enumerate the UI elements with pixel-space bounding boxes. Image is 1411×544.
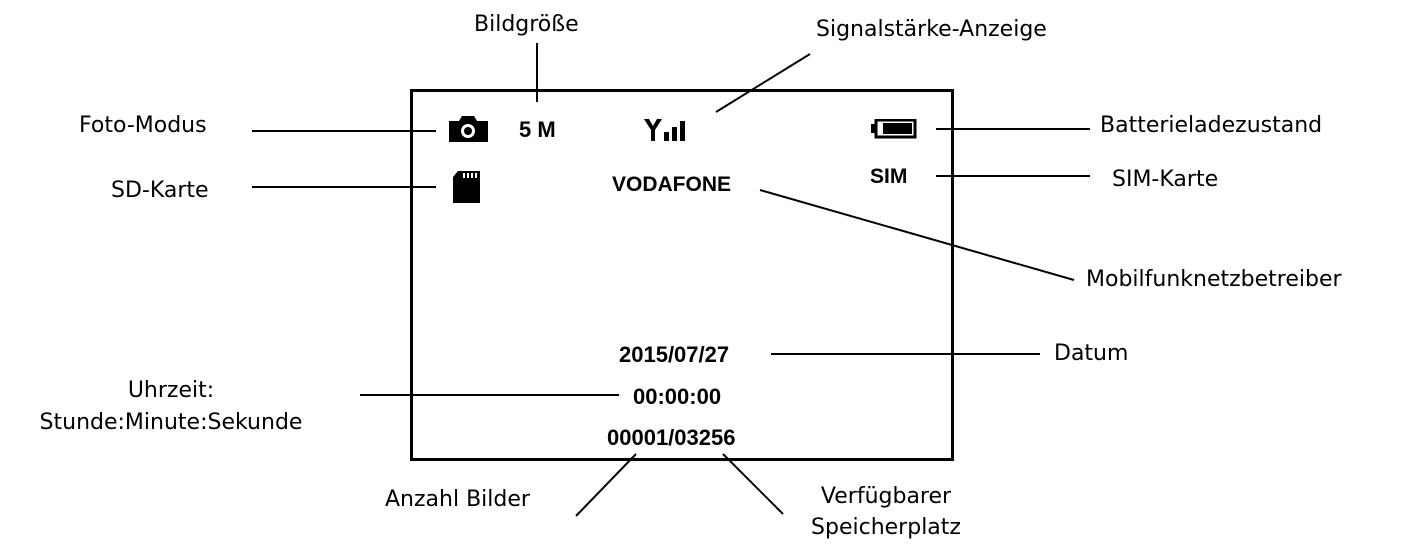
label-bildgroesse: Bildgröße [474, 12, 579, 37]
camera-display-screen [410, 89, 954, 461]
label-batterie: Batterieladezustand [1100, 113, 1323, 138]
sd-card-icon [453, 171, 480, 203]
date-value: 2015/07/27 [619, 342, 730, 367]
camera-icon [449, 116, 488, 142]
label-sim-karte: SIM-Karte [1112, 167, 1219, 192]
image-counter: 00001/03256 [607, 425, 736, 450]
line-signal [715, 53, 811, 113]
label-netzbetreiber: Mobilfunknetzbetreiber [1086, 267, 1342, 292]
label-anzahl-bilder: Anzahl Bilder [385, 487, 530, 512]
label-uhrzeit-line1: Uhrzeit: [127, 378, 215, 403]
label-foto-modus: Foto-Modus [79, 113, 207, 138]
label-uhrzeit: Uhrzeit: Stunde:Minute:Sekunde [8, 375, 334, 439]
label-speicher-line2: Speicherplatz [811, 515, 961, 540]
label-uhrzeit-line2: Stunde:Minute:Sekunde [39, 410, 303, 435]
signal-strength-icon [644, 119, 685, 141]
time-value: 00:00:00 [633, 384, 722, 409]
label-sd-karte: SD-Karte [111, 178, 209, 203]
line-netzbetreiber [759, 189, 1075, 281]
label-speicher-line1: Verfügbarer [820, 484, 952, 509]
label-signal: Signalstärke-Anzeige [816, 17, 1047, 42]
battery-icon [871, 119, 917, 139]
sim-indicator: SIM [870, 165, 908, 188]
line-anzahl [575, 453, 637, 517]
line-speicher [722, 453, 784, 515]
label-datum: Datum [1054, 341, 1129, 366]
operator-name: VODAFONE [612, 173, 732, 196]
image-size-value: 5 M [519, 117, 556, 142]
label-speicherplatz: Verfügbarer Speicherplatz [785, 481, 987, 543]
